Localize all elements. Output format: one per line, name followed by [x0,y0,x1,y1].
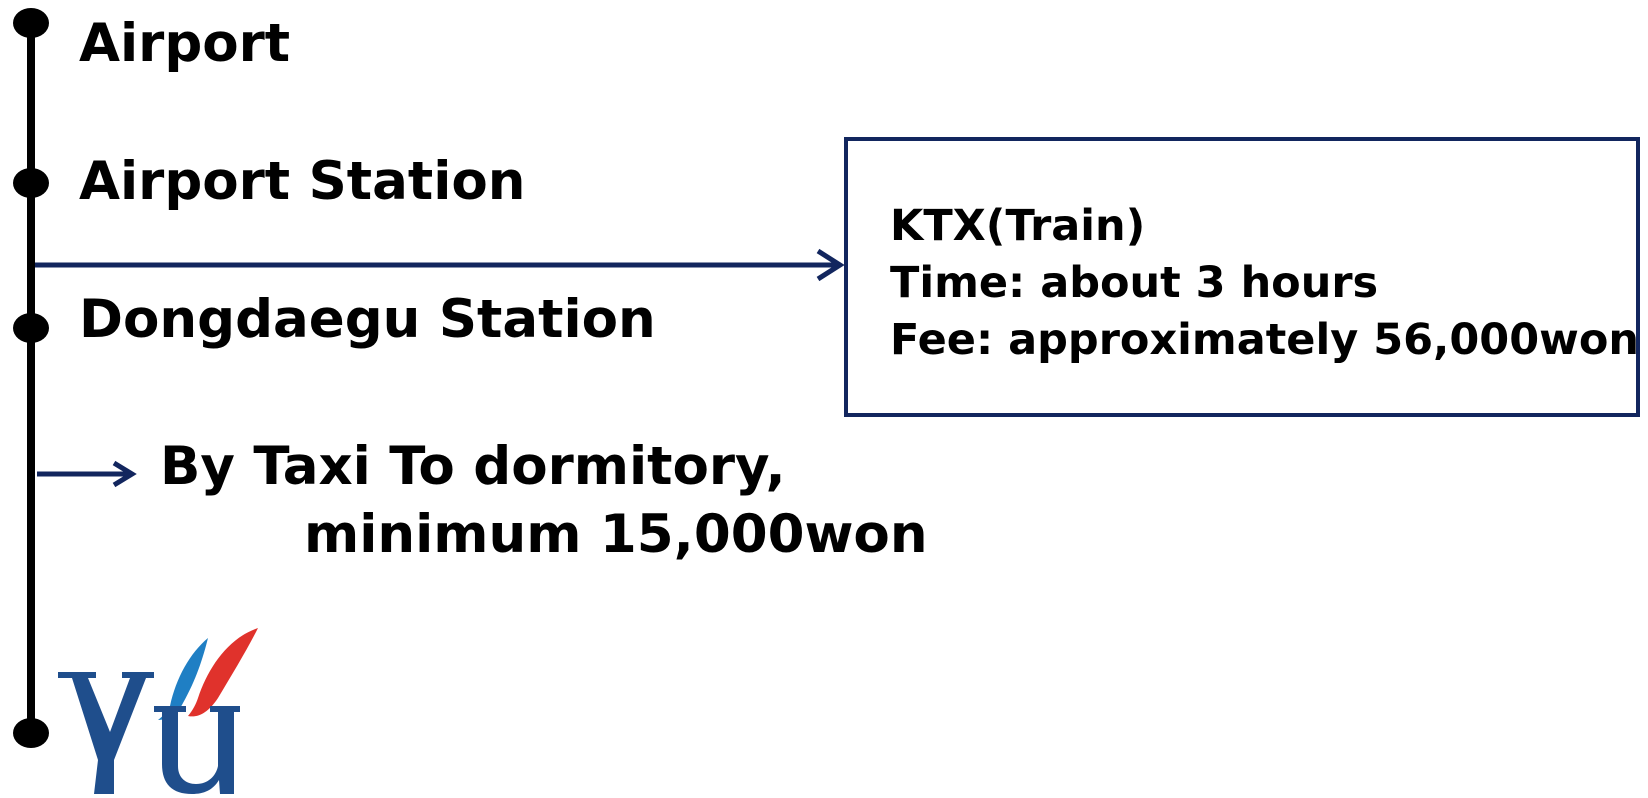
ktx-info-box: KTX(Train) Time: about 3 hours Fee: appr… [844,137,1640,417]
taxi-arrow [37,460,137,488]
stop-label-airport-station: Airport Station [79,151,526,212]
timeline-line [27,22,35,744]
yu-logo-graphic [58,628,258,794]
stop-dot-dongdaegu-station [13,313,49,343]
taxi-text-line1: By Taxi To dormitory, [160,436,786,497]
ktx-time: Time: about 3 hours [890,258,1379,308]
yu-logo [58,628,268,794]
stop-dot-airport [13,8,49,38]
ktx-arrow [35,248,845,282]
stop-dot-end [13,718,49,748]
stop-label-airport: Airport [79,13,291,74]
stop-dot-airport-station [13,168,49,198]
taxi-text-line2: minimum 15,000won [304,504,928,565]
ktx-title: KTX(Train) [890,201,1146,251]
ktx-fee: Fee: approximately 56,000won [890,315,1640,365]
stop-label-dongdaegu-station: Dongdaegu Station [79,289,656,350]
